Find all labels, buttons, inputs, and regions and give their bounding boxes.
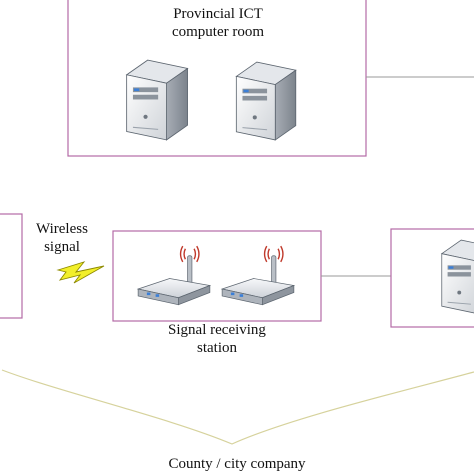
receiving-station-label: Signal receiving station <box>127 321 307 357</box>
convergence-brace <box>1 369 474 445</box>
receiving-station-label-line1: Signal receiving <box>168 322 266 338</box>
ict-room-label-line1: Provincial ICT <box>173 6 263 22</box>
wireless-router-icon <box>221 245 295 306</box>
server-tower-icon <box>441 239 474 315</box>
server-tower-icon <box>126 59 189 141</box>
receiving-station-box <box>112 230 322 322</box>
ict-room-box <box>67 0 367 157</box>
server-tower-icon <box>235 61 297 141</box>
lightning-bolt-icon <box>56 261 105 284</box>
left-partial-box <box>0 213 23 319</box>
wireless-signal-label: Wireless signal <box>22 220 102 256</box>
right-server-box <box>390 228 474 328</box>
ict-room-label: Provincial ICT computer room <box>118 5 318 41</box>
wireless-signal-label-line2: signal <box>44 239 80 255</box>
wireless-signal-label-line1: Wireless <box>36 221 88 237</box>
wireless-router-icon <box>137 245 211 306</box>
county-company-label: County / city company <box>168 456 306 472</box>
receiving-station-label-line2: station <box>197 340 237 356</box>
ict-room-label-line2: computer room <box>171 24 265 40</box>
